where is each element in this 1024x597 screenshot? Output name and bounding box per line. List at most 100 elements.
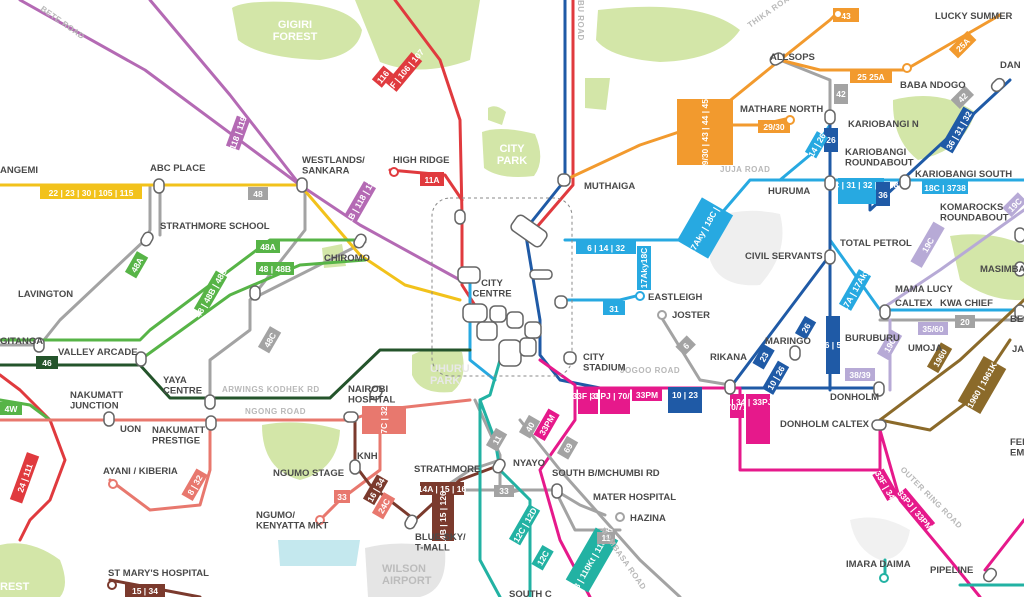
- route-label: 24 | 111: [9, 452, 40, 504]
- route-label: 12C | 12D: [508, 504, 541, 546]
- route-label: 70/71: [726, 394, 748, 418]
- route-label: 22 | 23 | 30 | 105 | 115: [40, 185, 142, 199]
- svg-text:MUTHAIGA: MUTHAIGA: [584, 181, 635, 192]
- svg-text:26: 26: [826, 135, 836, 145]
- svg-text:BABA NDOGO: BABA NDOGO: [900, 80, 966, 91]
- route-label: 11: [485, 427, 508, 452]
- svg-text:TOTAL PETROL: TOTAL PETROL: [840, 238, 912, 249]
- svg-text:BE: BE: [1010, 314, 1023, 325]
- svg-text:DONHOLM CALTEX: DONHOLM CALTEX: [780, 419, 870, 430]
- svg-text:MAMA LUCY: MAMA LUCY: [895, 284, 953, 295]
- svg-text:36: 36: [878, 190, 888, 200]
- svg-text:20: 20: [960, 317, 970, 327]
- svg-text:HAZINA: HAZINA: [630, 513, 666, 524]
- park-small-2: [585, 78, 610, 110]
- svg-text:46: 46: [42, 358, 52, 368]
- route-label: 10 | 26: [761, 360, 790, 395]
- route-label: 11: [597, 532, 615, 544]
- svg-text:KWA CHIEF: KWA CHIEF: [940, 298, 993, 309]
- svg-text:33PJ | 70/71: 33PJ | 70/71: [591, 391, 639, 401]
- forest-top: [355, 0, 480, 70]
- route-label: 116: [371, 65, 394, 88]
- route-label: 11A: [420, 172, 444, 186]
- water: [278, 540, 360, 566]
- route-label: 24C: [371, 492, 396, 520]
- central-hubs: [457, 173, 577, 367]
- city-centre-zone: [431, 197, 573, 377]
- svg-text:HIGH RIDGE: HIGH RIDGE: [393, 155, 449, 166]
- route-label: 33PJ | 70/71: [591, 388, 639, 414]
- gigiri-forest: [232, 1, 362, 61]
- svg-text:UoN: UoN: [120, 424, 141, 435]
- svg-text:ST MARY'S HOSPITAL: ST MARY'S HOSPITAL: [108, 568, 209, 579]
- svg-text:6 | 14 | 32: 6 | 14 | 32: [587, 243, 625, 253]
- route-label: 10 | 23: [668, 387, 702, 413]
- svg-text:6: 6: [681, 341, 692, 352]
- place-labels: LUCKY SUMMER ALLSOPS BABA NDOGO DAN MATH…: [0, 11, 1024, 597]
- route-label: 26: [794, 315, 817, 340]
- svg-text:KARIOBANGI N: KARIOBANGI N: [848, 119, 919, 130]
- svg-text:33: 33: [337, 492, 347, 502]
- svg-text:BURUBURU: BURUBURU: [845, 333, 900, 344]
- route-label: 33: [494, 485, 514, 497]
- svg-text:11: 11: [602, 533, 611, 543]
- svg-text:NGONG ROAD: NGONG ROAD: [245, 407, 306, 416]
- forest-bottom-label: REST: [0, 581, 30, 593]
- svg-text:MASIMBA: MASIMBA: [980, 264, 1024, 275]
- svg-text:11B | 118 | 119: 11B | 118 | 119: [341, 175, 378, 229]
- svg-text:MATER HOSPITAL: MATER HOSPITAL: [593, 492, 676, 503]
- svg-text:48: 48: [253, 189, 263, 199]
- route-label: 25 25A: [850, 70, 892, 83]
- svg-text:JA: JA: [1012, 344, 1024, 355]
- route-label: 36 | 58: [820, 316, 846, 374]
- svg-text:25 | 25A | 29/30 | 43 | 44 | 4: 25 | 25A | 29/30 | 43 | 44 | 45 | 145 | …: [700, 55, 710, 209]
- svg-text:23: 23: [757, 350, 771, 363]
- svg-text:ABC PLACE: ABC PLACE: [150, 163, 205, 174]
- svg-text:BLUE SKY/T-MALL: BLUE SKY/T-MALL: [415, 532, 466, 553]
- svg-text:33F | 34 | 33PJ | 33PM: 33F | 34 | 33PJ | 33PM: [714, 397, 801, 407]
- svg-text:NYAYO: NYAYO: [513, 458, 545, 469]
- svg-text:EASTLEIGH: EASTLEIGH: [648, 292, 703, 303]
- city-park: [482, 128, 541, 177]
- svg-text:40: 40: [523, 420, 537, 433]
- route-label: 6 | 14 | 32: [576, 240, 636, 254]
- route-label: 48C: [257, 326, 282, 354]
- svg-text:AYANI / KIBERIA: AYANI / KIBERIA: [103, 466, 178, 477]
- stops: [33, 9, 1024, 590]
- svg-text:29/30: 29/30: [763, 122, 785, 132]
- uhuru-park: [412, 349, 464, 393]
- terminal-circles: [107, 9, 912, 590]
- stop-markers: [33, 52, 1024, 583]
- route-label: 7C | 32: [362, 406, 406, 434]
- svg-text:17Aky18C: 17Aky18C: [639, 248, 649, 289]
- svg-text:NGUMO STAGE: NGUMO STAGE: [273, 468, 344, 479]
- svg-text:48 | 48B: 48 | 48B: [259, 264, 291, 274]
- svg-text:BU ROAD: BU ROAD: [576, 0, 585, 41]
- route-label: 29/30: [758, 120, 790, 133]
- svg-text:FEDEM: FEDEM: [1010, 437, 1024, 458]
- svg-text:11A: 11A: [424, 175, 439, 185]
- svg-text:JUJA ROAD: JUJA ROAD: [720, 165, 770, 174]
- forest-bottom-left: [0, 543, 65, 597]
- svg-text:SOUTH B/MCHUMBI RD: SOUTH B/MCHUMBI RD: [552, 468, 660, 479]
- route-label: 33: [334, 490, 350, 503]
- route-label: 14A | 15 | 16: [418, 482, 466, 495]
- svg-text:33: 33: [499, 486, 509, 496]
- route-label: 6: [675, 335, 696, 356]
- svg-text:HURUMA: HURUMA: [768, 186, 810, 197]
- park-small-1: [488, 106, 506, 125]
- svg-text:ALLSOPS: ALLSOPS: [770, 52, 815, 63]
- route-label: 25 | 25A | 29/30 | 43 | 44 | 45 | 145 | …: [677, 55, 733, 209]
- route-label: 40: [518, 414, 541, 439]
- svg-text:38/39: 38/39: [849, 370, 871, 380]
